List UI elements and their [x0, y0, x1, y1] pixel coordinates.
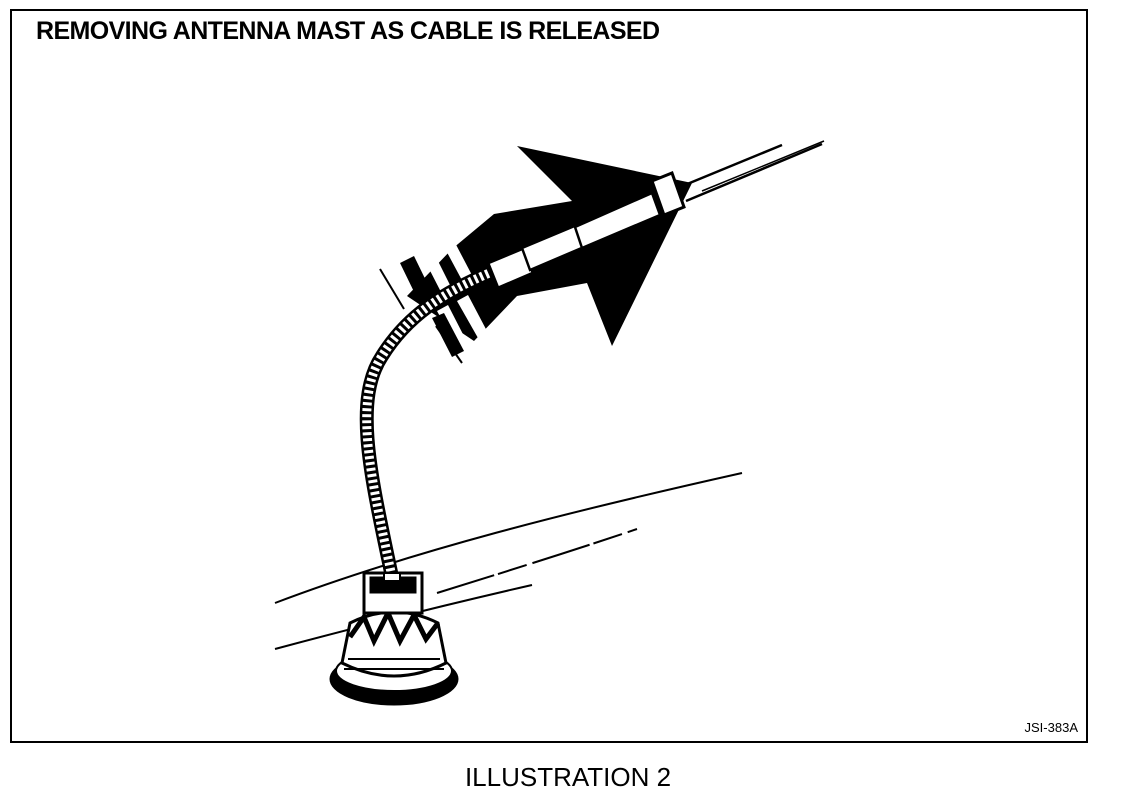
antenna-base-icon — [329, 571, 459, 706]
figure-code: JSI-383A — [1024, 720, 1078, 735]
figure-title: REMOVING ANTENNA MAST AS CABLE IS RELEAS… — [36, 17, 660, 45]
illustration-frame: REMOVING ANTENNA MAST AS CABLE IS RELEAS… — [10, 9, 1088, 743]
figure-caption: ILLUSTRATION 2 — [464, 762, 672, 792]
car-body-lines — [274, 472, 743, 650]
antenna-mast-icon — [359, 140, 825, 579]
antenna-drawing — [274, 140, 825, 706]
